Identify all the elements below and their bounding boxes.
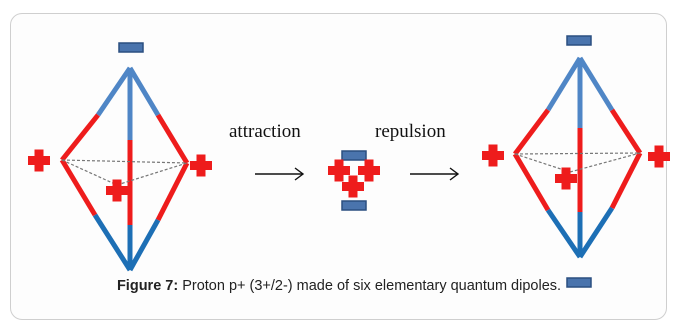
- caption-label: Figure 7:: [116, 278, 179, 294]
- right-lower-left-edge: [512, 152, 583, 259]
- right-center-plus-icon: [555, 167, 577, 190]
- left-top-minus-icon: [118, 42, 144, 53]
- right-bottom-minus-icon: [566, 277, 592, 288]
- cluster-bottom-plus-icon: [342, 175, 364, 198]
- right-left-plus-icon: [482, 144, 504, 167]
- compact-cluster: [328, 150, 380, 211]
- right-upper-right-edge: [577, 56, 643, 155]
- cluster-bottom-minus-icon: [341, 200, 367, 211]
- right-side-plus-icon: [190, 154, 212, 177]
- cluster-left-plus-icon: [328, 159, 350, 182]
- left-lower-left-edge: [59, 158, 133, 272]
- right-diamond: [482, 35, 670, 288]
- repulsion-label: repulsion: [375, 121, 446, 142]
- cluster-right-plus-icon: [358, 159, 380, 182]
- left-diamond: [28, 42, 212, 272]
- attraction-label: attraction: [229, 121, 301, 142]
- caption-text: Proton p+ (3+/2-) made of six elementary…: [182, 278, 562, 294]
- left-upper-left-edge: [60, 66, 133, 162]
- right-upper-left-edge: [513, 56, 583, 156]
- right-lower-right-edge: [577, 151, 643, 259]
- left-dashed-triangle: [61, 159, 188, 186]
- right-dashed-triangle: [514, 152, 641, 173]
- repulsion-arrow-icon: [410, 167, 460, 181]
- figure-caption: Figure 7: Proton p+ (3+/2-) made of six …: [0, 278, 678, 294]
- cluster-top-minus-icon: [341, 150, 367, 161]
- left-center-plus-icon: [106, 179, 128, 202]
- attraction-arrow-icon: [255, 167, 305, 181]
- right-right-plus-icon: [648, 145, 670, 168]
- right-top-minus-icon: [566, 35, 592, 46]
- left-side-plus-icon: [28, 149, 50, 172]
- left-upper-right-edge: [127, 66, 190, 165]
- left-lower-right-edge: [127, 161, 190, 272]
